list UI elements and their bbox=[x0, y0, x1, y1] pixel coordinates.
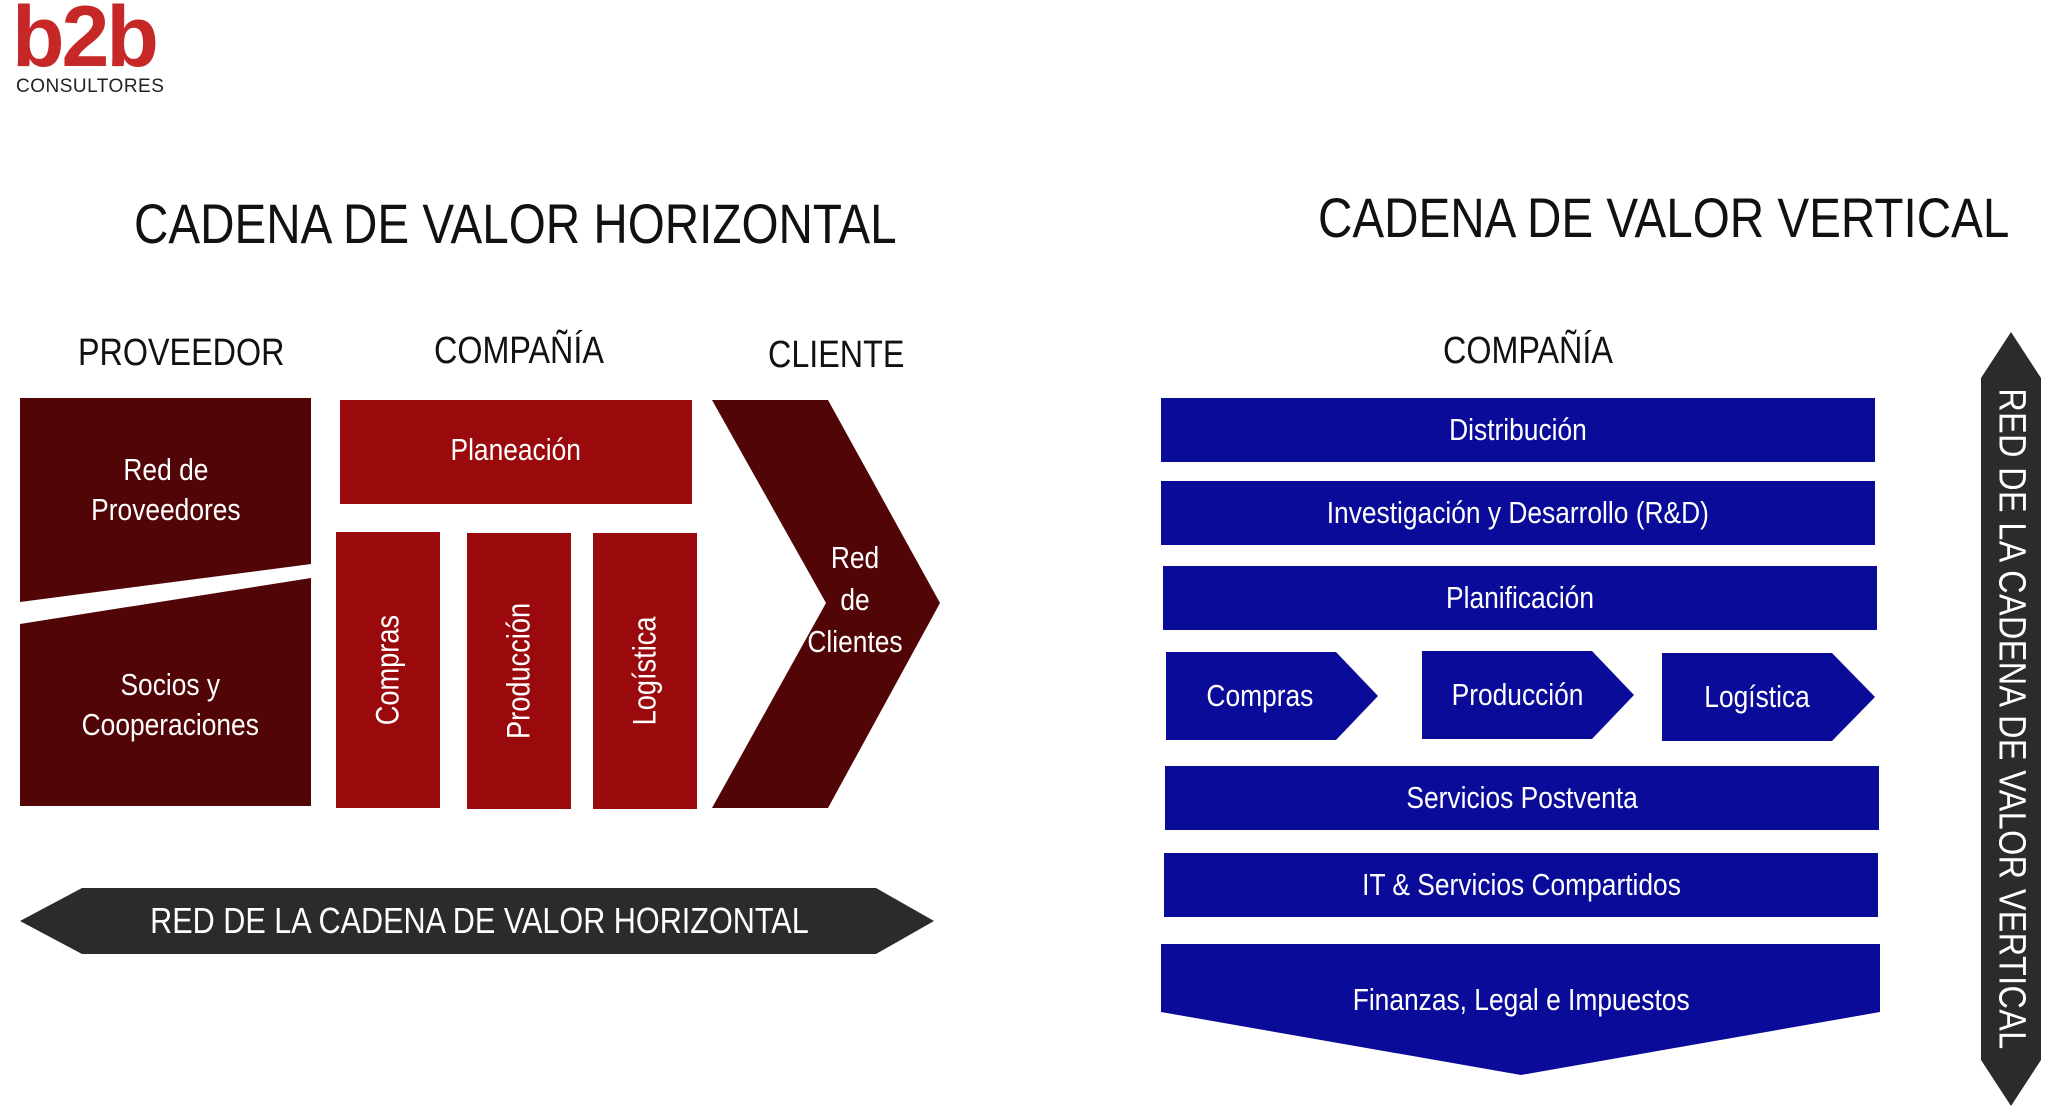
logistics-label: Logística bbox=[626, 616, 663, 726]
supplier-network-label: Red de Proveedores bbox=[90, 452, 241, 527]
logo-subtitle: CONSULTORES bbox=[16, 76, 165, 97]
horizontal-title: CADENA DE VALOR HORIZONTAL bbox=[134, 192, 897, 255]
purchases-chevron-label: Compras bbox=[1206, 678, 1314, 714]
production-box bbox=[467, 533, 571, 809]
rnd-bar bbox=[1161, 481, 1875, 545]
planning-bar-label: Planificación bbox=[1446, 580, 1594, 616]
client-chevron bbox=[712, 400, 940, 808]
header-supplier: PROVEEDOR bbox=[78, 332, 285, 374]
it-label: IT & Servicios Compartidos bbox=[1361, 867, 1681, 903]
logo-wordmark: b2b bbox=[12, 0, 159, 85]
planning-box bbox=[340, 400, 692, 504]
vertical-network-label: RED DE LA CADENA DE VALOR VERTICAL bbox=[1990, 388, 2033, 1050]
logistics-chevron-label: Logística bbox=[1704, 679, 1810, 715]
purchases-box bbox=[336, 532, 440, 808]
horizontal-network-arrow bbox=[20, 888, 934, 954]
it-bar bbox=[1164, 853, 1878, 917]
purchases-chevron bbox=[1166, 652, 1378, 740]
finance-base bbox=[1161, 944, 1880, 1075]
client-network-label: Red de Clientes bbox=[807, 540, 903, 659]
production-chevron-label: Producción bbox=[1452, 677, 1584, 713]
horizontal-network-label: RED DE LA CADENA DE VALOR HORIZONTAL bbox=[149, 899, 809, 941]
header-company: COMPAÑÍA bbox=[434, 330, 604, 372]
planning-bar bbox=[1163, 566, 1877, 630]
production-chevron bbox=[1422, 651, 1634, 739]
header-client: CLIENTE bbox=[768, 334, 905, 376]
planning-label: Planeación bbox=[450, 432, 582, 468]
header-vertical-company: COMPAÑÍA bbox=[1443, 330, 1613, 372]
production-label: Producción bbox=[500, 602, 537, 740]
finance-label: Finanzas, Legal e Impuestos bbox=[1352, 982, 1690, 1018]
partners-label: Socios y Cooperaciones bbox=[81, 667, 259, 742]
purchases-label: Compras bbox=[369, 614, 406, 726]
logistics-box bbox=[593, 533, 697, 809]
partners-box bbox=[20, 578, 311, 806]
rnd-label: Investigación y Desarrollo (R&D) bbox=[1326, 495, 1710, 531]
logistics-chevron bbox=[1662, 653, 1875, 741]
vertical-network-arrow bbox=[1981, 332, 2041, 1106]
postsale-bar bbox=[1165, 766, 1879, 830]
vertical-title: CADENA DE VALOR VERTICAL bbox=[1318, 186, 2010, 249]
supplier-network-box bbox=[20, 398, 311, 602]
postsale-label: Servicios Postventa bbox=[1406, 780, 1638, 816]
distribution-label: Distribución bbox=[1449, 412, 1587, 448]
distribution-bar bbox=[1161, 398, 1875, 462]
